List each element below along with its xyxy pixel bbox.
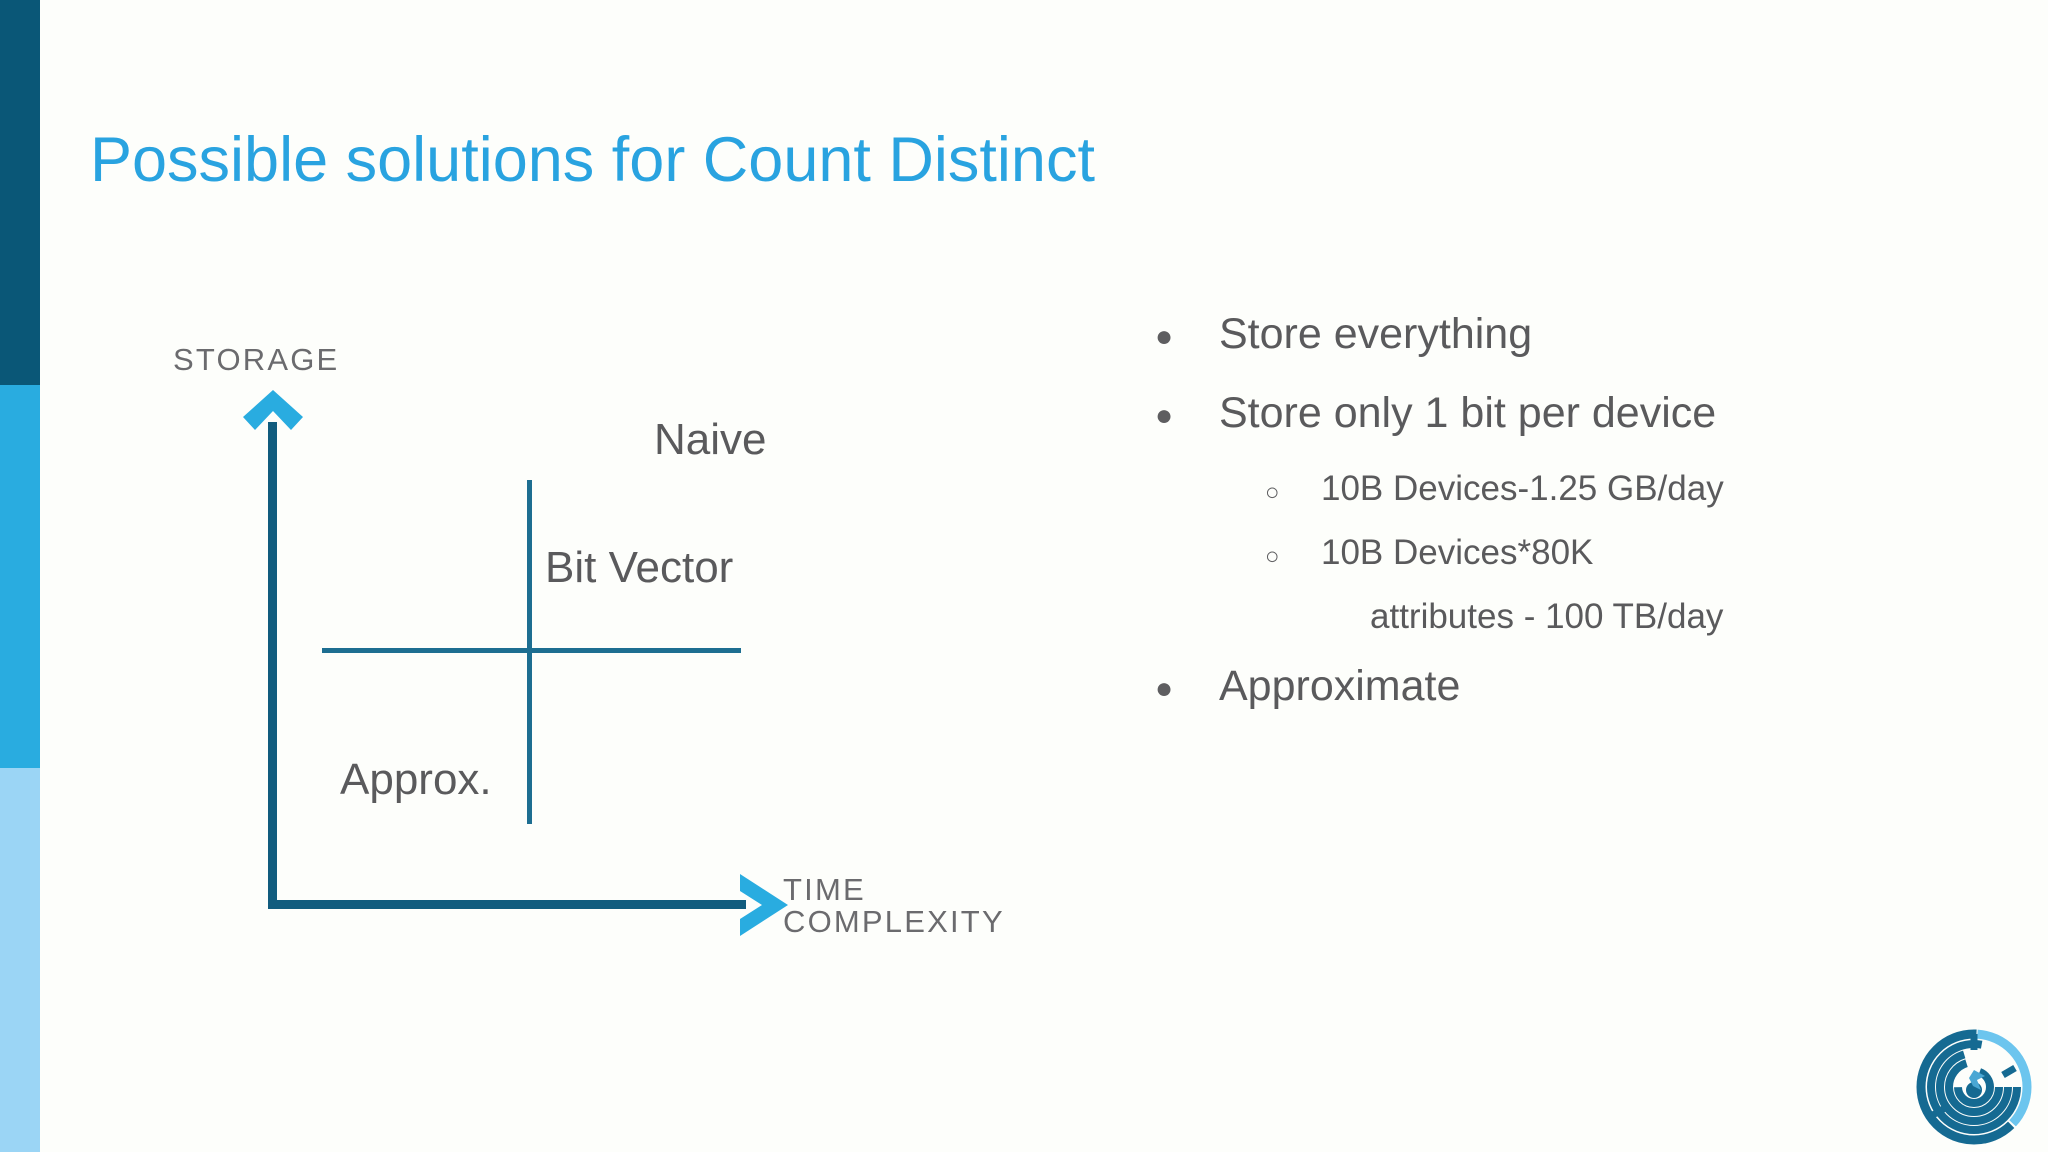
list-item-label: Approximate [1219, 661, 1461, 710]
bullet-circle-icon: ○ [1265, 543, 1280, 571]
list-item-label: 10B Devices-1.25 GB/day [1321, 468, 1724, 508]
sidebar-band-light-blue [0, 768, 40, 1152]
sidebar-band-medium-blue [0, 385, 40, 768]
list-item: ○ 10B Devices-1.25 GB/day [1155, 469, 1995, 509]
bullet-list: ● Store everything ● Store only 1 bit pe… [1155, 310, 1995, 741]
list-item-continuation: attributes - 100 TB/day [1155, 597, 1995, 637]
left-accent-sidebar [0, 0, 40, 1152]
list-item-label: Store everything [1219, 310, 1533, 358]
x-axis-label-line1: TIME [783, 872, 866, 907]
list-item: ● Store only 1 bit per device [1155, 389, 1995, 438]
list-item-label: 10B Devices*80K [1321, 533, 1594, 573]
bullet-dot-icon: ● [1155, 399, 1174, 433]
quadrant-label-approx: Approx. [340, 755, 492, 804]
list-item-label: Store only 1 bit per device [1219, 389, 1717, 438]
page-title: Possible solutions for Count Distinct [90, 125, 1095, 195]
quadrant-horizontal-divider [322, 648, 741, 653]
x-axis-label: TIME COMPLEXITY [783, 874, 1005, 937]
right-arrow-icon [740, 874, 788, 936]
bullet-circle-icon: ○ [1265, 478, 1280, 506]
storage-vs-time-diagram: STORAGE TIME COMPLEXITY Naive Bit Vector… [173, 342, 1005, 937]
list-item: ○ 10B Devices*80K [1155, 533, 1995, 573]
list-item: ● Store everything [1155, 310, 1995, 359]
quadrant-label-naive: Naive [654, 415, 767, 464]
list-item-label: attributes - 100 TB/day [1370, 597, 1724, 637]
maze-logo-icon [1915, 1028, 2033, 1146]
list-item: ● Approximate [1155, 662, 1995, 711]
x-axis-line [268, 900, 746, 909]
y-axis-label: STORAGE [173, 342, 340, 377]
y-axis-line [268, 422, 277, 909]
bullet-dot-icon: ● [1155, 671, 1174, 705]
quadrant-label-bit-vector: Bit Vector [545, 543, 734, 592]
bullet-dot-icon: ● [1155, 320, 1174, 353]
x-axis-label-line2: COMPLEXITY [783, 903, 1005, 939]
sidebar-band-dark-teal [0, 0, 40, 385]
up-arrow-icon [243, 390, 303, 436]
